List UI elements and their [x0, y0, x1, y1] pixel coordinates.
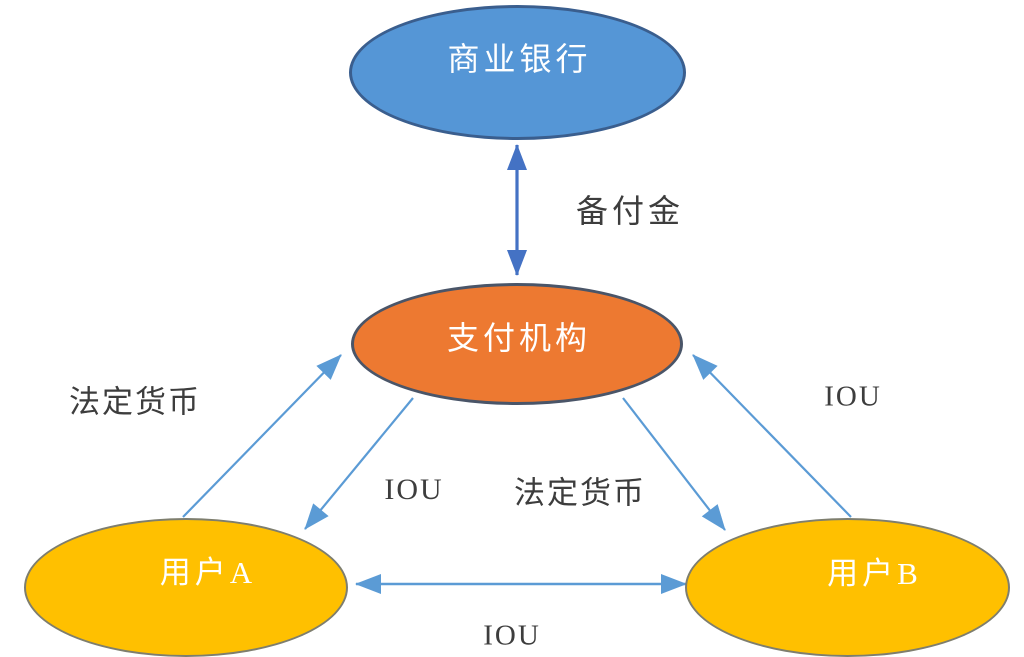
node-commercial-bank: 商业银行	[349, 5, 686, 140]
node-payment-institution-label: 支付机构	[446, 320, 591, 356]
label-iou-bottom: IOU	[483, 619, 541, 652]
arrow-userB-to-payment	[692, 354, 852, 518]
label-fiat-currency-left: 法定货币	[69, 384, 201, 420]
node-user-a-label: 用户A	[159, 555, 257, 590]
node-commercial-bank-label: 商业银行	[447, 40, 592, 77]
node-payment-institution: 支付机构	[351, 283, 683, 405]
label-reserve-fund: 备付金	[575, 193, 685, 229]
arrow-payment-to-userA	[304, 397, 414, 530]
node-user-b: 用户B	[685, 518, 1010, 657]
label-iou-middle: IOU	[384, 473, 444, 506]
arrow-userA-to-payment	[182, 354, 342, 518]
node-user-b-label: 用户B	[827, 556, 922, 591]
label-iou-right: IOU	[824, 380, 882, 413]
label-fiat-currency-middle: 法定货币	[514, 475, 646, 511]
arrow-payment-to-userB	[622, 397, 726, 531]
node-user-a: 用户A	[24, 518, 348, 657]
